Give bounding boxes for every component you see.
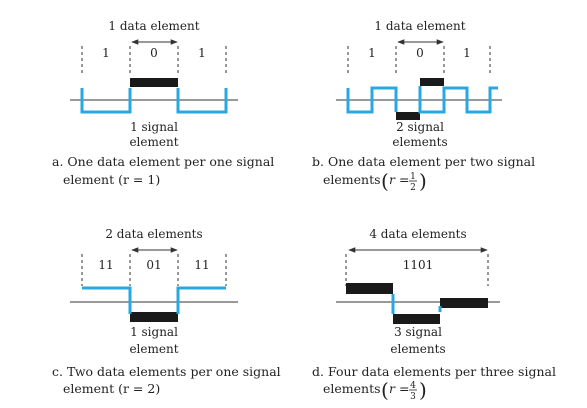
svg-text:): )	[419, 169, 427, 193]
panel-a-caption: element (r = 1)	[63, 172, 160, 187]
panel-a-caption: a. One data element per one signal	[52, 154, 274, 169]
panel-b-ratio-den: 2	[410, 183, 416, 193]
panel-a-bit: 0	[150, 46, 158, 60]
panel-b-signal-label: 2 signal	[396, 120, 444, 134]
panel-d-signal-element	[440, 298, 488, 308]
panel-b-signal-element	[420, 78, 444, 86]
panel-b-signal-label: elements	[392, 135, 447, 149]
panel-c-signal-element	[130, 312, 178, 322]
panel-c-signal-label: 1 signal	[130, 325, 178, 339]
svg-text:(: (	[381, 169, 389, 193]
panel-d-ratio: ( r = 4 3 )	[381, 378, 427, 402]
panel-b-signal	[346, 86, 498, 114]
panel-d-caption: d. Four data elements per three signal	[312, 364, 556, 379]
panel-a-bit: 1	[198, 46, 206, 60]
panel-a: 1 data element 1 0 1 1 signal element a.…	[52, 19, 274, 187]
panel-a-signal	[80, 88, 228, 114]
panel-b-ratio: ( r = 1 2 )	[381, 169, 427, 193]
panel-d: 4 data elements 1101 3 signal elements d…	[312, 227, 556, 402]
svg-text:): )	[419, 378, 427, 402]
panel-c-bit: 11	[194, 258, 209, 272]
panel-d-ratio-prefix: r =	[389, 381, 409, 396]
panel-b-ratio-prefix: r =	[389, 172, 409, 187]
panel-c: 2 data elements 11 01 11 1 signal elemen…	[52, 227, 281, 396]
panel-c-signal	[82, 286, 226, 314]
panel-b-caption: elements	[323, 172, 381, 187]
panel-b-caption: b. One data element per two signal	[312, 154, 535, 169]
panel-d-signal	[391, 294, 442, 314]
panel-d-signal-element	[346, 283, 393, 294]
panel-d-caption: elements	[323, 381, 381, 396]
panel-b: 1 data element 1 0 1 2 signal elements b…	[312, 19, 535, 193]
panel-c-signal-label: element	[129, 342, 178, 356]
panel-c-top-label: 2 data elements	[105, 227, 202, 241]
panel-b-ratio-num: 1	[410, 172, 416, 182]
panel-d-ratio-num: 4	[410, 381, 416, 391]
panel-b-bit: 1	[463, 46, 471, 60]
panel-a-top-label: 1 data element	[108, 19, 199, 33]
panel-b-bit: 1	[368, 46, 376, 60]
panel-d-ratio-den: 3	[410, 392, 416, 402]
panel-c-bit: 11	[98, 258, 113, 272]
panel-a-signal-label: 1 signal	[130, 120, 178, 134]
panel-d-bit: 1101	[403, 258, 434, 272]
panel-a-bit: 1	[102, 46, 110, 60]
panel-b-top-label: 1 data element	[374, 19, 465, 33]
panel-d-top-label: 4 data elements	[369, 227, 466, 241]
panel-b-bit: 0	[416, 46, 424, 60]
panel-b-signal-element	[396, 112, 420, 120]
panel-c-caption: c. Two data elements per one signal	[52, 364, 281, 379]
svg-text:(: (	[381, 378, 389, 402]
panel-a-signal-label: element	[129, 135, 178, 149]
panel-d-signal-element	[393, 314, 440, 324]
panel-c-bit: 01	[146, 258, 161, 272]
panel-a-signal-element	[130, 78, 178, 87]
panel-d-signal-label: 3 signal	[394, 325, 442, 339]
panel-c-caption: element (r = 2)	[63, 381, 160, 396]
panel-d-signal-label: elements	[390, 342, 445, 356]
